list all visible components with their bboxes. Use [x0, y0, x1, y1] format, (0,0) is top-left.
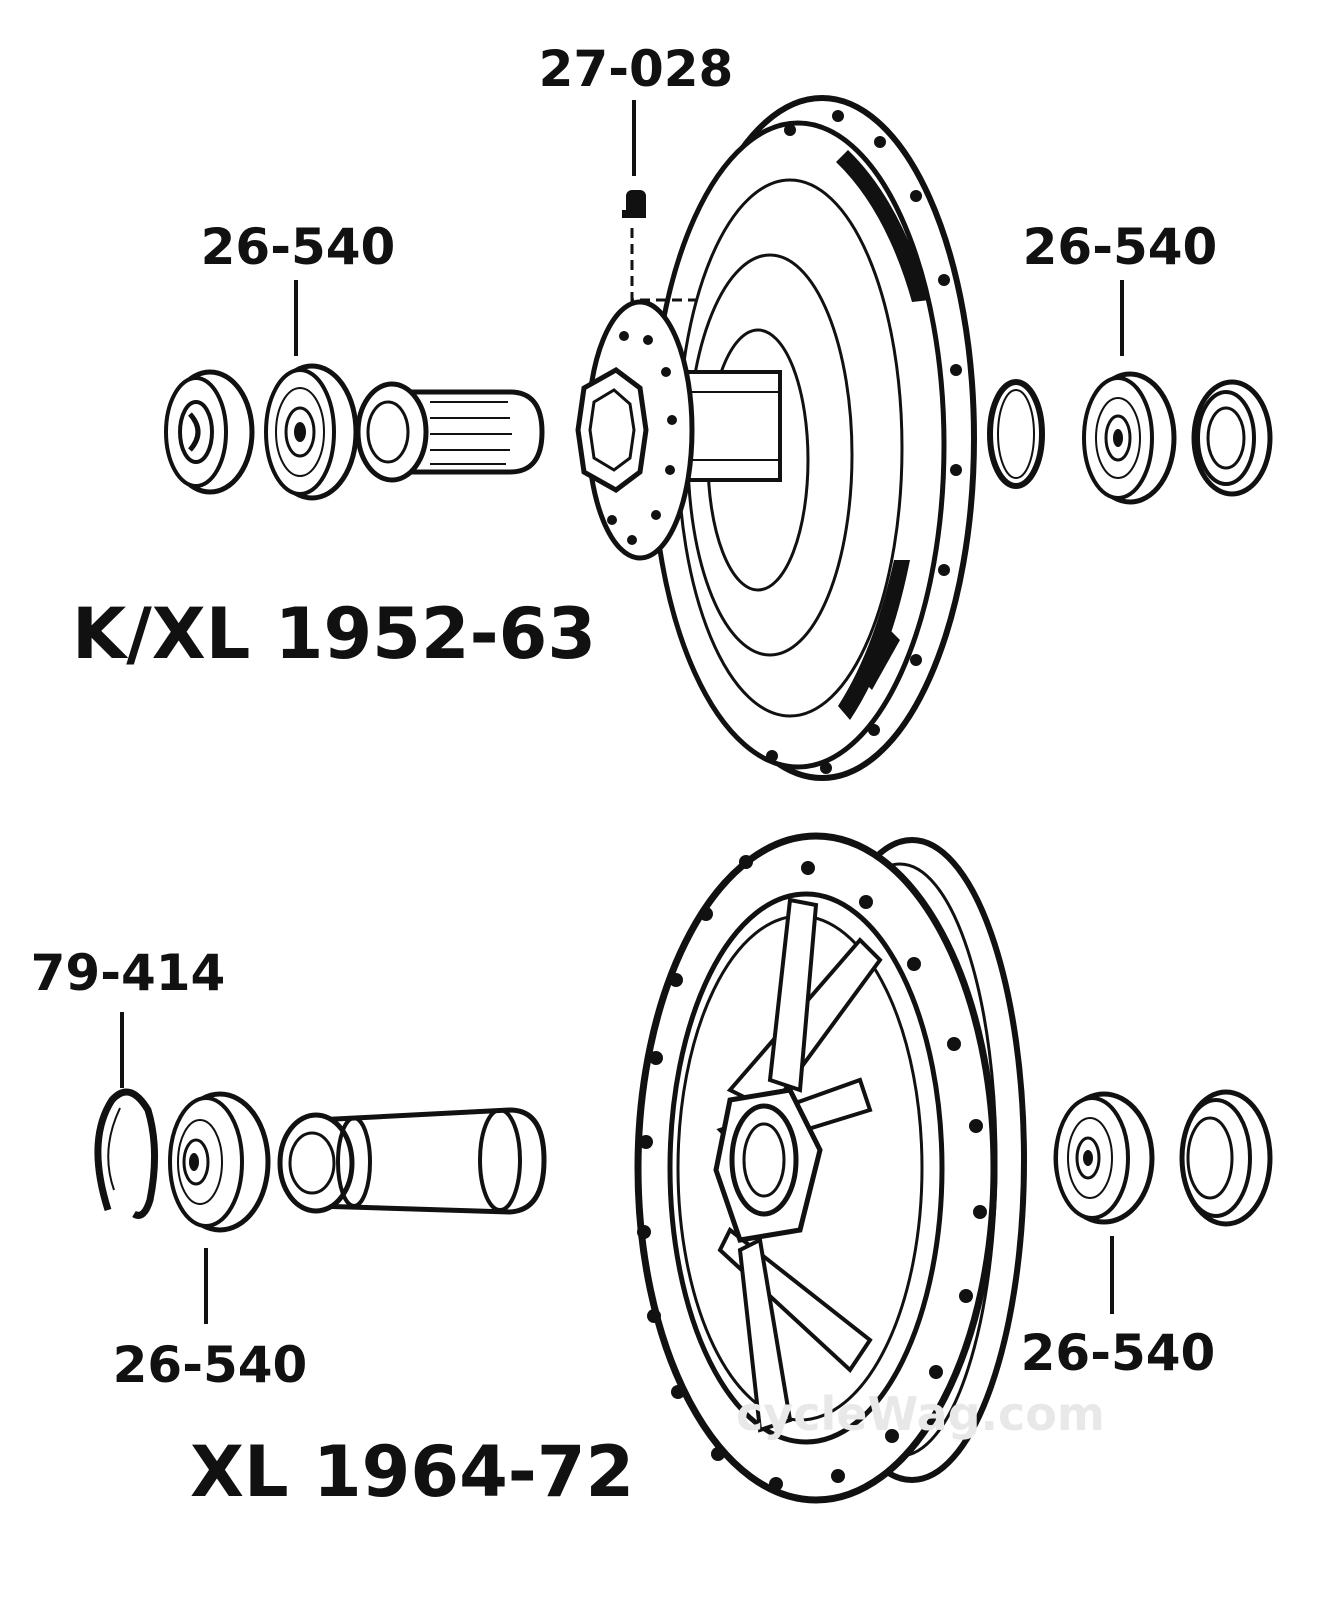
label-right-bearing-lower: 26-540: [1021, 1324, 1216, 1382]
title-top-assembly: K/XL 1952-63: [72, 593, 596, 675]
label-left-bearing: 26-540: [201, 218, 396, 276]
left-bearing: [264, 363, 359, 501]
retaining-ring: [94, 1088, 158, 1219]
label-grease-fitting: 27-028: [539, 40, 734, 98]
right-grease-seal-lower: [1179, 1089, 1273, 1227]
right-bearing: [1082, 371, 1177, 505]
right-o-ring: [987, 379, 1045, 489]
right-bearing-lower: [1053, 1091, 1155, 1225]
left-grease-seal: [164, 369, 255, 495]
axle-spacer-lower: [277, 1107, 547, 1215]
bottom-assembly: 79-414 26-540 26-540 XL 1964-72: [31, 832, 1273, 1513]
spoke-hub: [634, 832, 1027, 1504]
right-grease-seal: [1191, 379, 1273, 497]
label-right-bearing: 26-540: [1023, 218, 1218, 276]
hub-flange: [575, 299, 782, 561]
axle-spacer: [355, 381, 545, 483]
grease-fitting: [622, 190, 700, 302]
title-bottom-assembly: XL 1964-72: [190, 1431, 634, 1513]
label-left-bearing-lower: 26-540: [113, 1336, 308, 1394]
top-assembly: 27-028 26-540 26-540 K/XL 1952-63: [72, 40, 1273, 781]
label-retaining-ring: 79-414: [31, 944, 226, 1002]
brake-drum-hub: [649, 95, 977, 781]
left-bearing-lower: [168, 1091, 271, 1233]
watermark: cycleWag.com: [736, 1387, 1105, 1441]
